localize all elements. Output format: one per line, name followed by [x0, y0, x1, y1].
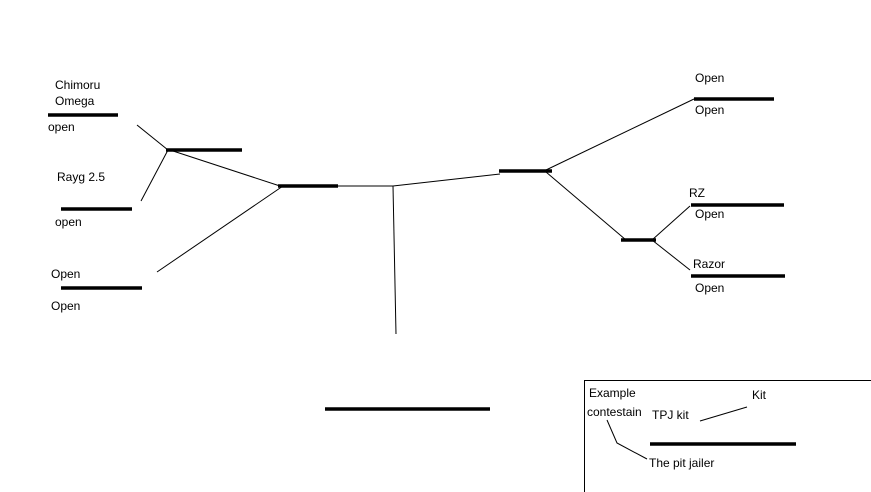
- legend-title: Example: [589, 386, 636, 400]
- left-slot-3-status: Open: [51, 299, 81, 313]
- right-slot-2-name: RZ: [689, 186, 705, 200]
- left-connector-3: [169, 149, 281, 187]
- right-connector-1: [545, 98, 695, 171]
- right-slot-1-status: Open: [695, 103, 725, 117]
- left-slot-3-name: Open: [51, 267, 81, 281]
- left-slot-2-status: open: [55, 215, 82, 229]
- legend-contestant-pointer: [606, 419, 648, 460]
- right-slot-1-name: Open: [695, 71, 725, 85]
- left-connector-2: [140, 149, 169, 202]
- right-connector-3: [651, 205, 691, 241]
- right-slot-3-name: Razor: [693, 257, 726, 271]
- center-stem: [392, 185, 397, 335]
- legend-kit-pointer: [699, 406, 748, 422]
- legend-box: [584, 380, 871, 492]
- left-slot-1-name-line2: Omega: [55, 94, 95, 108]
- center-connector-right: [392, 173, 501, 187]
- right-connector-4: [651, 239, 691, 271]
- left-slot-1-status: open: [48, 120, 75, 134]
- legend-contestant-label: contestain: [587, 405, 642, 419]
- right-connector-2: [545, 171, 627, 241]
- right-slot-2-status: Open: [695, 207, 725, 221]
- legend-kit-label: Kit: [752, 388, 767, 402]
- right-slot-3-status: Open: [695, 281, 725, 295]
- legend-kit-text: TPJ kit: [652, 408, 689, 422]
- left-connector-1: [136, 124, 169, 151]
- left-slot-1-name-line1: Chimoru: [55, 78, 101, 92]
- left-slot-2-name: Rayg 2.5: [57, 170, 106, 184]
- left-connector-4: [156, 185, 284, 273]
- legend-robot-name: The pit jailer: [649, 456, 715, 470]
